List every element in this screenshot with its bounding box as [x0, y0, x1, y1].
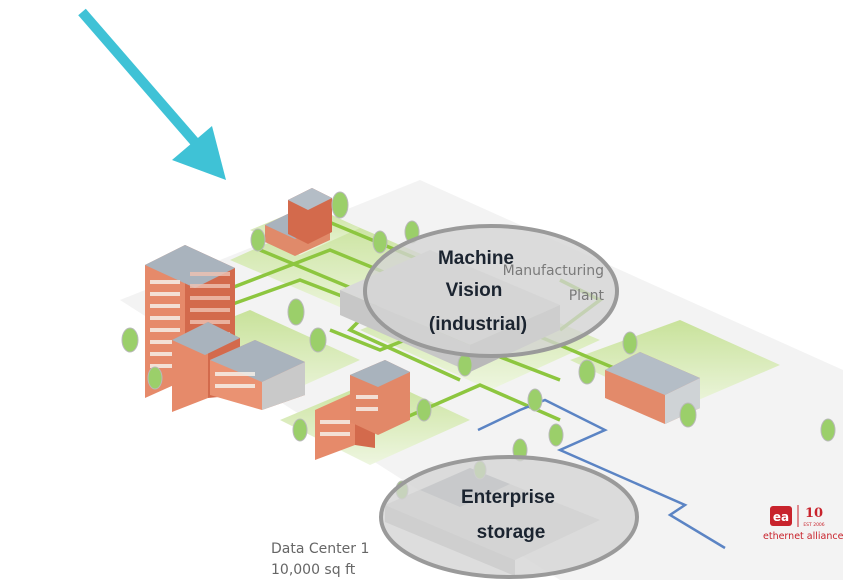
callout-machine-label: Machine [438, 248, 514, 269]
logo-est: EST 2006 [803, 522, 824, 528]
trees [121, 191, 836, 500]
office-building-lower [315, 360, 410, 460]
callout-enterprise-label: Enterprise [461, 487, 555, 508]
callout-industrial-label: (industrial) [429, 314, 527, 335]
network-cable-line [477, 398, 726, 550]
logo-name: ethernet alliance [763, 531, 843, 542]
ethernet-alliance-logo: ea 10 EST 2006 ethernet alliance [763, 505, 843, 542]
small-office-top [265, 188, 332, 256]
callout-vision-label: Vision [446, 280, 503, 301]
data-center-label: Data Center 1 [271, 541, 369, 557]
pointer-arrow-icon [78, 8, 226, 180]
ea-monogram-icon [770, 506, 792, 526]
logo-anniversary: 10 [805, 506, 823, 521]
office-building-mid [172, 322, 305, 412]
enterprise-storage-callout [379, 455, 639, 579]
logo-monogram: ea [773, 510, 789, 524]
plant-label: Plant [569, 288, 605, 304]
office-building-right [605, 352, 700, 424]
machine-vision-callout [363, 224, 619, 358]
manufacturing-label: Manufacturing [503, 263, 604, 279]
data-center-size-label: 10,000 sq ft [271, 562, 356, 578]
callout-storage-label: storage [477, 522, 546, 543]
